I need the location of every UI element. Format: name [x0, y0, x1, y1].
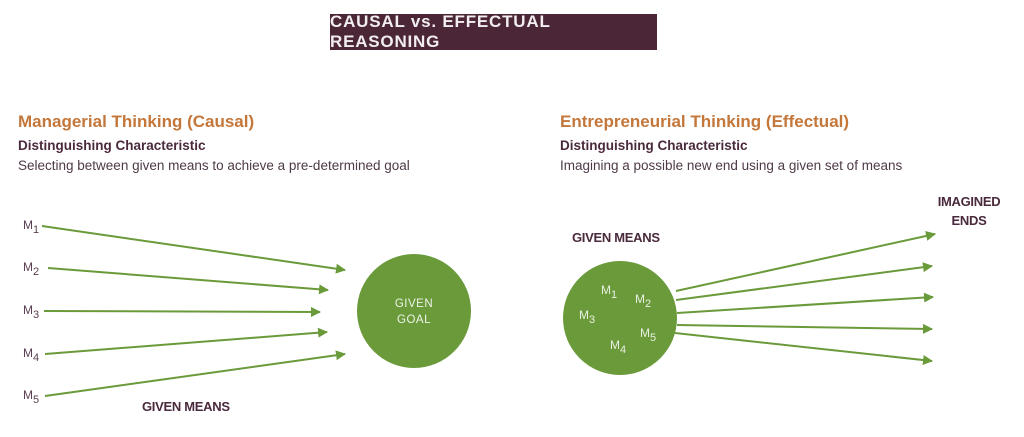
- given-means-circle: [563, 261, 677, 375]
- arrow-m3-to-goal: [43, 306, 321, 317]
- causal-given-means-caption: GIVEN MEANS: [142, 399, 230, 414]
- effectual-given-means-caption: GIVEN MEANS: [572, 230, 660, 245]
- arrow-m1-to-goal: [41, 225, 346, 274]
- inner-mean-m1: M1: [601, 283, 618, 301]
- causal-arrows: [41, 225, 346, 397]
- arrow-m4-to-goal: [44, 327, 328, 355]
- mean-label-m5: M5: [23, 388, 40, 406]
- mean-label-m2: M2: [23, 260, 40, 278]
- mean-label-m3: M3: [23, 303, 40, 321]
- inner-mean-m3: M3: [579, 308, 596, 326]
- arrow-to-end-4: [676, 323, 933, 334]
- causal-heading: Managerial Thinking (Causal): [18, 112, 255, 131]
- arrow-to-end-2: [675, 262, 933, 301]
- inner-mean-m4: M4: [610, 338, 627, 356]
- effectual-arrows: [674, 231, 936, 365]
- causal-description: Selecting between given means to achieve…: [18, 158, 410, 173]
- arrow-m2-to-goal: [47, 267, 329, 295]
- mean-label-m1: M1: [23, 218, 40, 236]
- inner-mean-m5: M5: [640, 326, 657, 344]
- arrow-to-end-1: [675, 231, 936, 292]
- given-goal-circle: [357, 254, 471, 368]
- effectual-heading: Entrepreneurial Thinking (Effectual): [560, 112, 850, 131]
- given-goal-label: GIVEN GOAL: [394, 298, 434, 326]
- imagined-ends-label: IMAGINED ENDS: [937, 194, 1001, 228]
- diagram-title: CAUSAL vs. EFFECTUAL REASONING: [330, 12, 657, 51]
- arrow-to-end-3: [676, 292, 934, 314]
- arrow-to-end-5: [674, 332, 933, 365]
- arrow-m5-to-goal: [44, 350, 346, 397]
- effectual-subheading: Distinguishing Characteristic: [560, 138, 748, 153]
- effectual-description: Imagining a possible new end using a giv…: [560, 158, 903, 173]
- mean-label-m4: M4: [23, 346, 40, 364]
- causal-subheading: Distinguishing Characteristic: [18, 138, 206, 153]
- inner-mean-m2: M2: [635, 292, 652, 310]
